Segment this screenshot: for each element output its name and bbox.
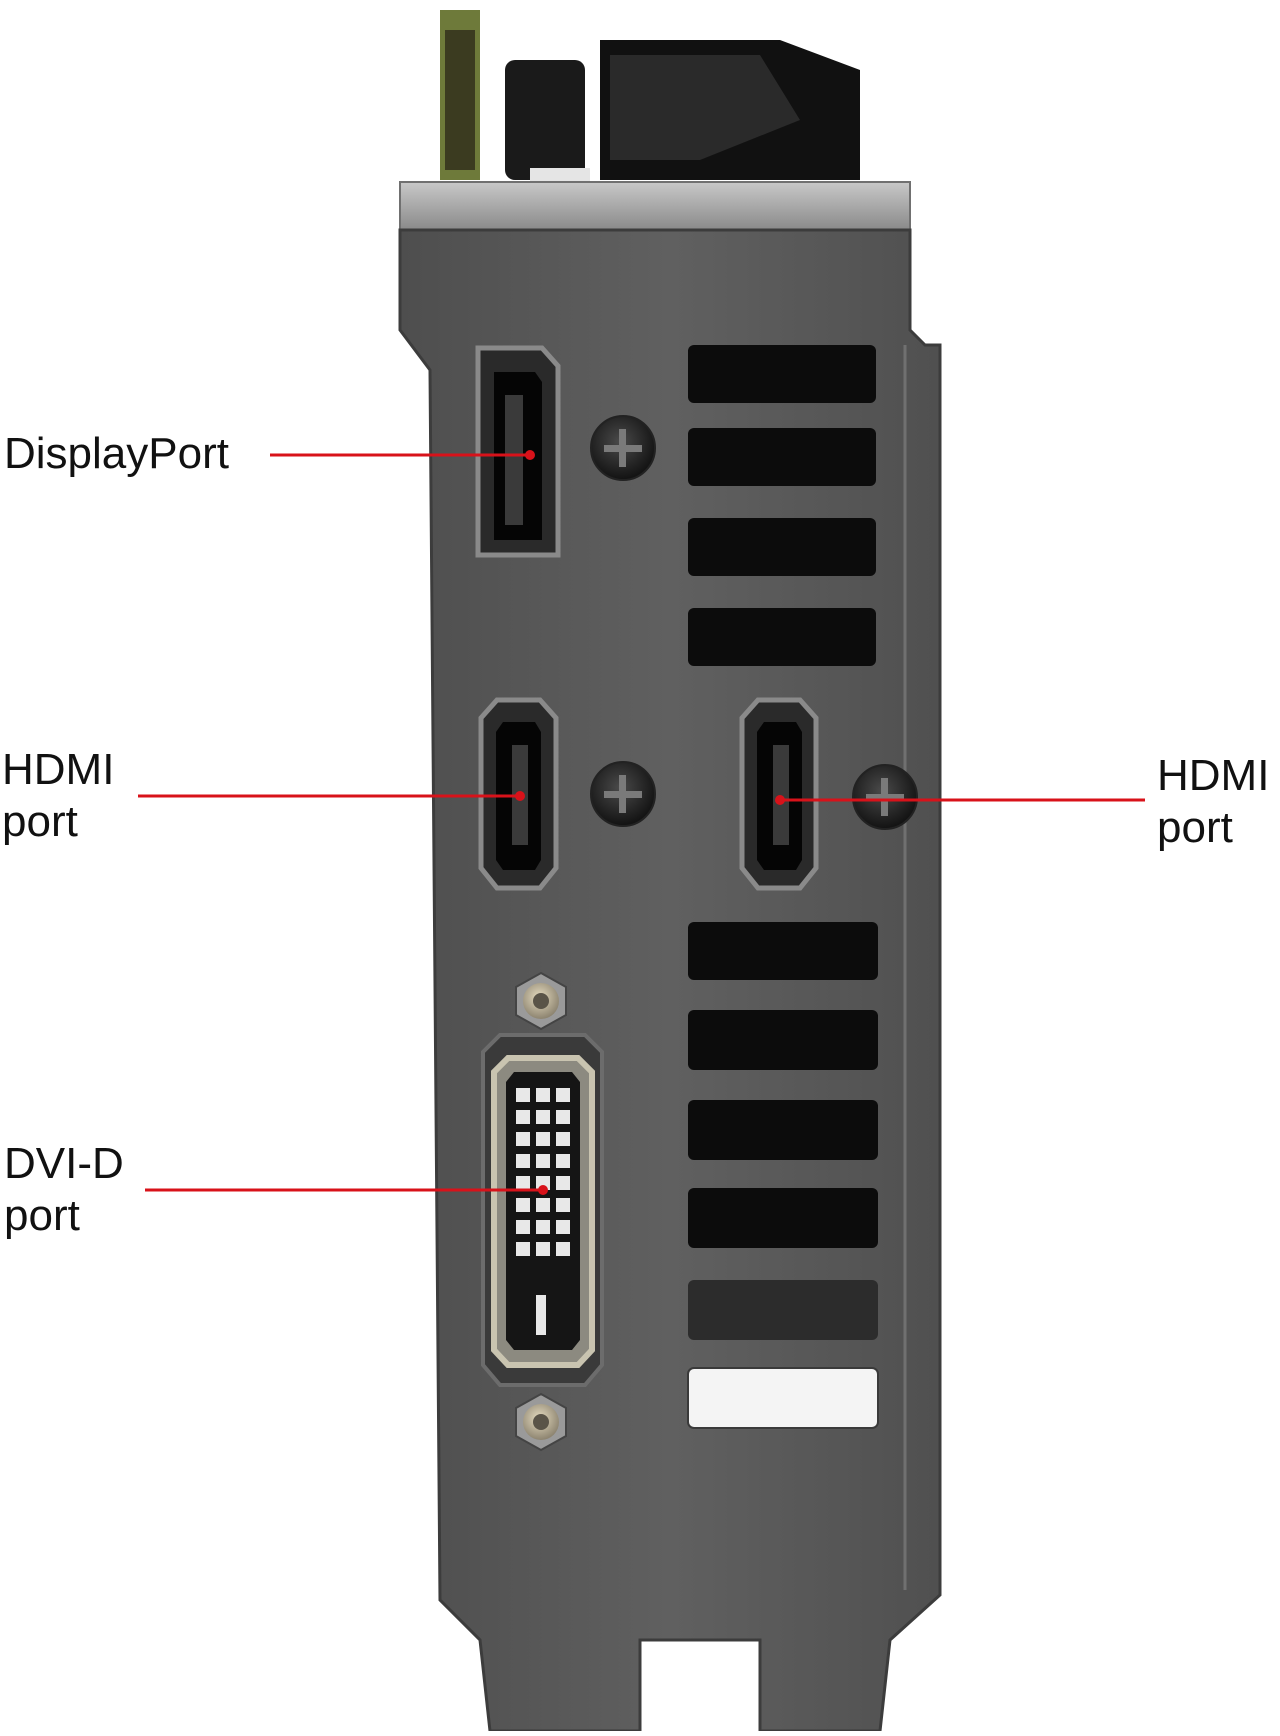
callout-label-displayport: DisplayPort	[4, 428, 229, 480]
screw-icon	[590, 415, 656, 481]
vent-slot	[688, 345, 876, 403]
callout-label-hdmi-left: HDMI port	[2, 744, 114, 848]
dvi-pin-grid	[516, 1088, 570, 1256]
callout-label-line: DVI-D	[4, 1139, 124, 1188]
displayport-connector	[475, 345, 561, 558]
callout-dot	[515, 791, 525, 801]
screw-icon	[590, 761, 656, 827]
callout-label-line: HDMI	[2, 745, 115, 794]
vent-slot	[688, 1280, 878, 1340]
vent-slot	[688, 1100, 878, 1160]
dvi-hex-nut-bottom	[515, 1392, 567, 1452]
callout-dot	[775, 795, 785, 805]
vent-slot	[688, 608, 876, 666]
cooler-block	[505, 60, 585, 180]
pcb-inner	[445, 30, 475, 170]
callout-label-line: DisplayPort	[4, 429, 229, 478]
callout-label-line: port	[4, 1191, 80, 1240]
cooler-fin	[610, 55, 800, 160]
dvi-blade-pin	[536, 1295, 546, 1335]
screw-icon	[852, 764, 918, 830]
vent-slot	[688, 428, 876, 486]
vent-slot	[688, 1010, 878, 1070]
card-top-assembly	[440, 10, 860, 186]
callout-label-dvid: DVI-D port	[4, 1138, 124, 1242]
bracket-top-plate	[399, 181, 911, 231]
callout-label-line: port	[1157, 803, 1233, 852]
hdmi-tongue	[773, 745, 789, 845]
callout-dot	[538, 1185, 548, 1195]
callout-lines	[138, 450, 1145, 1195]
callout-dot	[525, 450, 535, 460]
vent-slots-lower	[687, 922, 879, 1429]
vent-slot	[688, 922, 878, 980]
vent-slots-upper	[688, 345, 876, 666]
hdmi-connector-right	[739, 697, 819, 891]
displayport-tongue	[505, 395, 523, 525]
callout-label-line: HDMI	[1157, 751, 1270, 800]
callout-label-hdmi-right: HDMI port	[1157, 750, 1269, 854]
dvi-connector	[481, 971, 604, 1452]
vent-slot	[688, 518, 876, 576]
dvi-hex-nut-top	[515, 971, 567, 1031]
vent-slot-open	[687, 1367, 879, 1429]
vent-slot	[688, 1188, 878, 1248]
callout-label-line: port	[2, 797, 78, 846]
